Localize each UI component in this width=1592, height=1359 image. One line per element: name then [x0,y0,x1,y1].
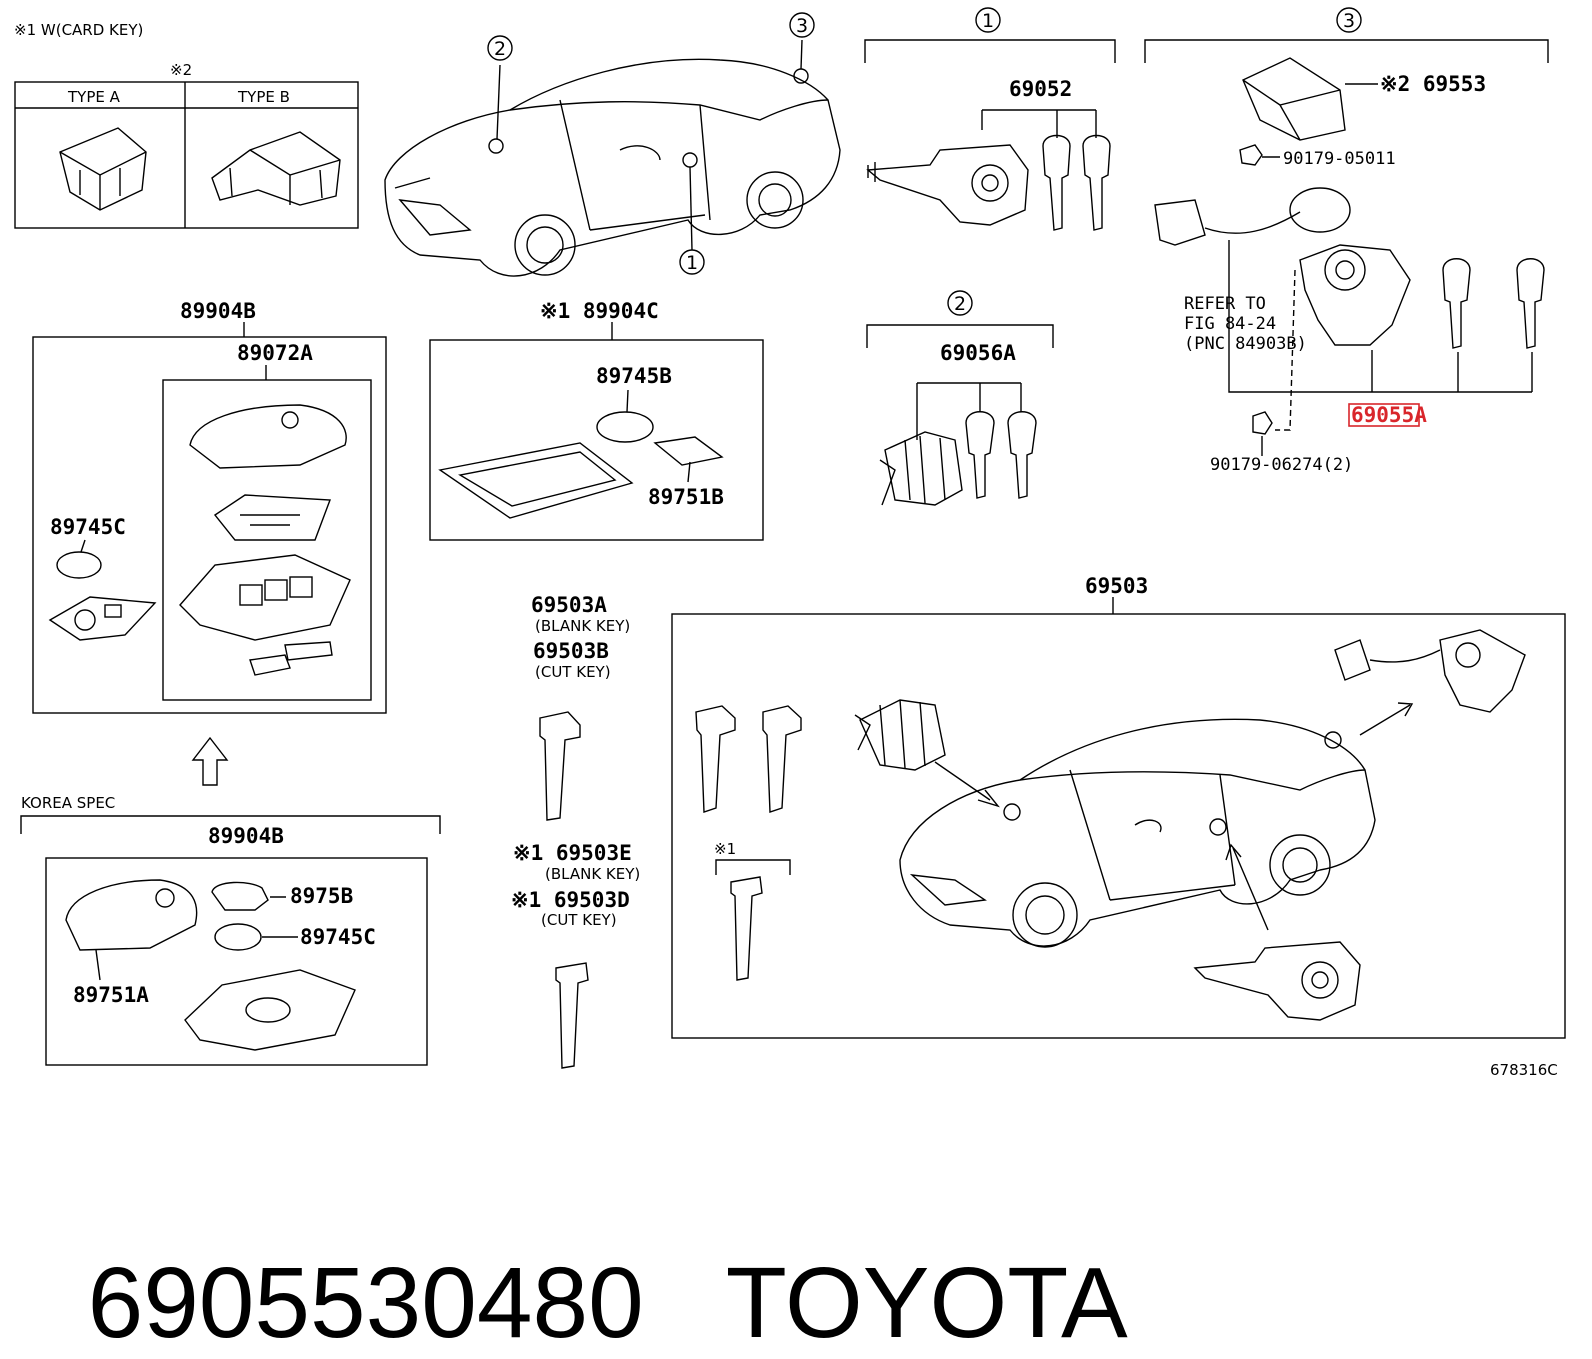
ignition-assy-bottom-icon [1193,941,1361,1021]
fob-circuit-board-icon [213,494,331,541]
callout-3: 3 [796,15,808,37]
blank-key-label-2: (BLANK KEY) [545,865,640,883]
callout-1-group: 1 [982,10,994,32]
korea-fob-cover-icon [65,879,198,951]
blank-key-a-icon [695,705,736,813]
mark-2: ※2 [170,61,192,79]
brand-name: TOYOTA [725,1247,1128,1359]
key-69056A-a-icon [965,411,995,499]
key-69503E-icon [555,962,589,1069]
card-key-case-icon [438,442,634,519]
highlight-box-69055A [1348,403,1420,427]
label-89751B-icon [653,436,724,466]
label-89751B: 89751B [648,485,724,509]
ignition-cylinder-69052-icon [866,144,1029,226]
label-69503D: ※1 69503D [511,888,630,912]
cover-69553-icon [1242,57,1346,141]
label-89745C: 89745C [50,515,126,539]
korea-fob-base-icon [184,969,356,1051]
label-90179-05011: 90179-05011 [1283,149,1396,169]
parts-diagram: ※1 W(CARD KEY) ※2 TYPE A TYPE B 2 1 3 1 … [14,7,1566,1079]
label-69052: 69052 [1009,77,1072,101]
battery-89745B-icon [596,411,654,443]
label-69503E: ※1 69503E [513,841,632,865]
trunk-lock-icon [1334,629,1526,713]
refer-line-2: FIG 84-24 [1184,314,1276,334]
card-emergency-key-icon [730,876,763,981]
label-69055A: 69055A [1351,403,1427,427]
door-lock-cylinder-icon [854,699,946,771]
key-69055A-a-icon [1442,258,1471,349]
blank-key-b-icon [762,705,802,813]
mark-1: ※1 [714,840,736,858]
label-korea-89745C: 89745C [300,925,376,949]
cut-key-label: (CUT KEY) [535,663,611,681]
car-bottom-icon [899,718,1376,948]
label-89751A: 89751A [73,983,149,1007]
label-69503: 69503 [1085,574,1148,598]
fob-lower-case-icon [179,554,351,641]
korea-battery-holder-icon [211,881,269,911]
car-top-icon [384,58,841,277]
key-69056A-b-icon [1007,411,1037,499]
label-69553: ※2 69553 [1380,72,1486,96]
type-b-label: TYPE B [237,88,290,106]
korea-battery-icon [214,923,262,951]
type-a-label: TYPE A [67,88,121,106]
blank-key-label: (BLANK KEY) [535,617,630,635]
label-korea-89904B: 89904B [208,824,284,848]
label-90179-06274: 90179-06274(2) [1210,455,1353,475]
arrow-up-icon [191,736,229,786]
korea-spec-label: KOREA SPEC [21,794,115,812]
callout-3-group: 3 [1343,10,1355,32]
callout-2: 2 [494,38,506,60]
nut-90179-06274-icon [1252,411,1273,435]
lock-cylinder-69056A-icon [879,431,963,506]
ignition-cylinder-69055A-icon [1299,244,1411,346]
label-89745B: 89745B [596,364,672,388]
figure-number: 678316C [1490,1061,1558,1079]
key-69503A-icon [539,711,581,821]
label-69503B: 69503B [533,639,609,663]
gasket-icon [48,596,157,641]
key-69052-b-icon [1082,134,1111,231]
label-69056A: 69056A [940,341,1016,365]
fob-upper-case-icon [189,404,347,469]
bolt-90179-05011-icon [1239,144,1263,166]
callout-2-group: 2 [954,293,966,315]
battery-89745C-icon [56,551,102,579]
label-89072A: 89072A [237,341,313,365]
cut-key-label-2: (CUT KEY) [541,911,617,929]
card-key-shell-type-a-icon [59,127,147,211]
label-89904B: 89904B [180,299,256,323]
label-8975B: 8975B [290,884,353,908]
card-key-shell-type-b-icon [211,131,341,206]
immobilizer-wire-icon [1154,187,1351,246]
label-89904C: ※1 89904C [540,299,659,323]
callout-1: 1 [686,252,698,274]
refer-line-1: REFER TO [1184,294,1266,314]
key-69055A-b-icon [1516,258,1545,349]
part-number: 6905530480 [87,1247,644,1359]
key-69052-a-icon [1042,134,1071,231]
footer-caption: 6905530480 TOYOTA [32,1138,1128,1358]
refer-line-3: (PNC 84903B) [1184,334,1307,354]
card-key-note: ※1 W(CARD KEY) [14,21,143,39]
label-69503A: 69503A [531,593,607,617]
